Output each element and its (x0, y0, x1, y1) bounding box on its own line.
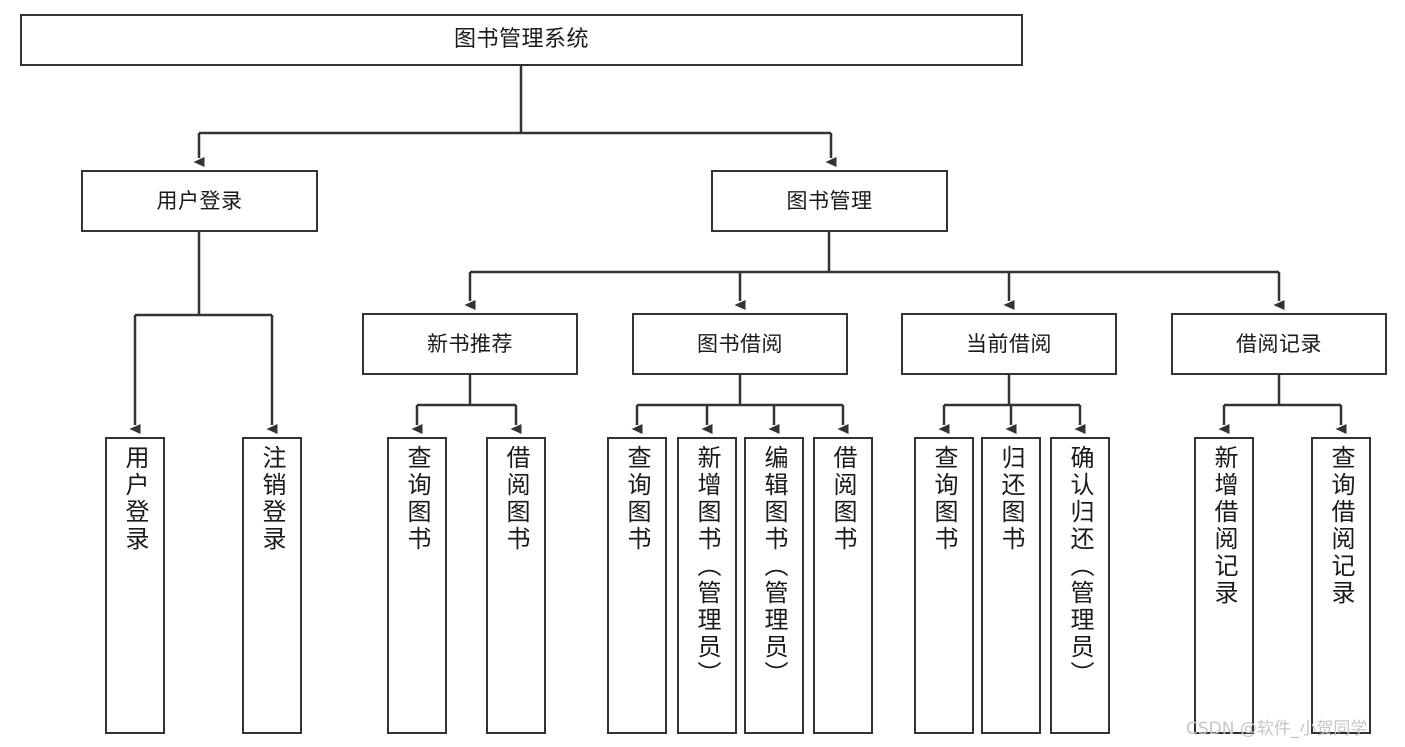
node-current-borrow-label: 当前借阅 (966, 331, 1052, 356)
node-leaf-edit-book-label: 编辑图书（管理员） (760, 445, 788, 688)
node-leaf-logout-label: 注销登录 (258, 445, 286, 553)
node-leaf-query-book-3-label: 查询图书 (930, 445, 958, 553)
node-new-book-rec-label: 新书推荐 (427, 331, 513, 356)
node-leaf-borrow-book-1[interactable]: 借阅图书 (486, 437, 546, 734)
node-leaf-borrow-book-2-label: 借阅图书 (829, 445, 857, 553)
node-book-manage[interactable]: 图书管理 (711, 170, 948, 232)
node-current-borrow[interactable]: 当前借阅 (901, 313, 1117, 375)
node-leaf-confirm-return-label: 确认归还（管理员） (1066, 445, 1094, 688)
node-leaf-confirm-return[interactable]: 确认归还（管理员） (1050, 437, 1110, 734)
node-user-login-label: 用户登录 (156, 188, 243, 213)
watermark-text: CSDN @软件_小贺同学 (1186, 719, 1368, 739)
node-leaf-query-record[interactable]: 查询借阅记录 (1311, 437, 1371, 734)
node-root-label: 图书管理系统 (453, 27, 589, 53)
node-leaf-add-record-label: 新增借阅记录 (1210, 445, 1238, 607)
node-leaf-return-book-label: 归还图书 (997, 445, 1025, 553)
node-leaf-borrow-book-1-label: 借阅图书 (502, 445, 530, 553)
node-user-login[interactable]: 用户登录 (81, 170, 318, 232)
node-borrow-record[interactable]: 借阅记录 (1171, 313, 1387, 375)
node-leaf-user-login[interactable]: 用户登录 (105, 437, 165, 734)
node-leaf-query-book-2[interactable]: 查询图书 (607, 437, 667, 734)
node-borrow-record-label: 借阅记录 (1236, 331, 1322, 356)
node-leaf-logout[interactable]: 注销登录 (242, 437, 302, 734)
node-leaf-query-record-label: 查询借阅记录 (1327, 445, 1355, 607)
node-leaf-add-book[interactable]: 新增图书（管理员） (677, 437, 737, 734)
node-leaf-query-book-1[interactable]: 查询图书 (387, 437, 447, 734)
node-book-borrow-label: 图书借阅 (697, 331, 783, 356)
node-new-book-rec[interactable]: 新书推荐 (362, 313, 578, 375)
node-leaf-borrow-book-2[interactable]: 借阅图书 (813, 437, 873, 734)
node-leaf-user-login-label: 用户登录 (121, 445, 149, 553)
node-leaf-query-book-2-label: 查询图书 (623, 445, 651, 553)
node-root[interactable]: 图书管理系统 (20, 14, 1023, 66)
node-leaf-add-book-label: 新增图书（管理员） (693, 445, 721, 688)
node-leaf-add-record[interactable]: 新增借阅记录 (1194, 437, 1254, 734)
node-leaf-edit-book[interactable]: 编辑图书（管理员） (744, 437, 804, 734)
node-leaf-query-book-3[interactable]: 查询图书 (914, 437, 974, 734)
node-leaf-return-book[interactable]: 归还图书 (981, 437, 1041, 734)
node-leaf-query-book-1-label: 查询图书 (403, 445, 431, 553)
node-book-borrow[interactable]: 图书借阅 (632, 313, 848, 375)
node-book-manage-label: 图书管理 (786, 188, 873, 213)
